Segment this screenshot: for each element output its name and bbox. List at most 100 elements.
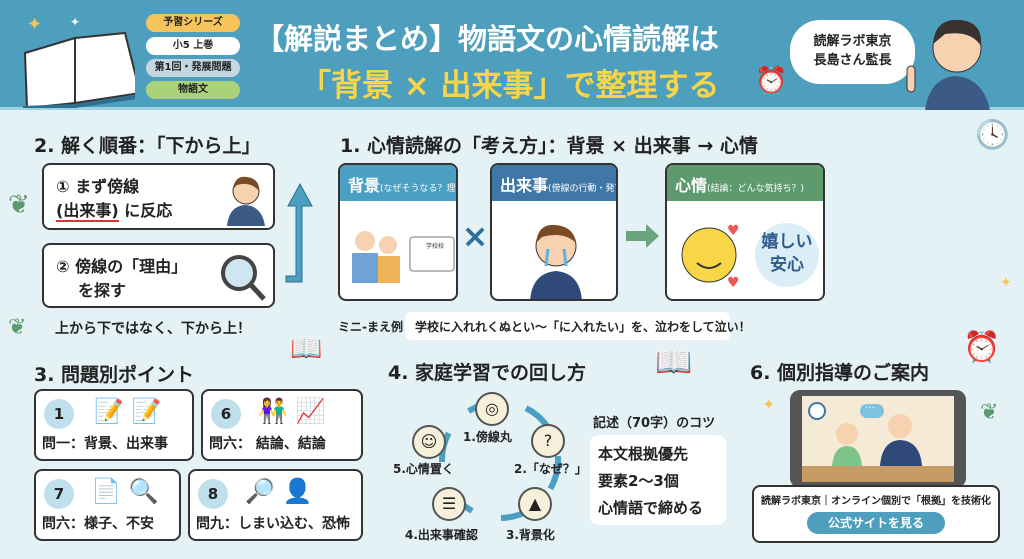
clock-icon: 🕓 xyxy=(975,118,1010,151)
emotion-word: 嬉しい xyxy=(761,232,813,252)
step1-line: (出来事) に反応 xyxy=(56,199,261,223)
document-pencil-icon: 📝 📝 xyxy=(94,397,162,425)
cycle-step: 4.出来事確認 xyxy=(405,528,478,542)
section2-caption: 上から下ではなく、下から上！ xyxy=(55,321,251,337)
section6-title: 6. 個別指導のご案内 xyxy=(750,362,930,384)
shapes-icon: ▲ xyxy=(518,487,552,521)
panel-sub: (なぜそうなる？理由) xyxy=(380,184,456,194)
tip-item: 心情語で締める xyxy=(598,499,704,517)
bubble-line: 長島さん監長 xyxy=(813,53,892,68)
step2-card: ② 傍線の「理由」 を探す xyxy=(42,243,275,308)
cycle-step: 1.傍線丸 xyxy=(463,430,512,444)
svg-text:✦: ✦ xyxy=(70,15,80,29)
panel-head: 心情 xyxy=(675,176,708,195)
step2-line: ② 傍線の「理由」 xyxy=(56,257,188,276)
pointing-student-icon xyxy=(227,176,265,226)
up-arrow-icon xyxy=(285,182,313,283)
tablet-screen: … xyxy=(802,396,954,482)
official-site-button[interactable]: 公式サイトを見る xyxy=(807,512,945,534)
cycle-step: 5.心情置く xyxy=(393,462,454,476)
leaf-icon: ❦ xyxy=(8,315,27,340)
svg-text:♥: ♥ xyxy=(727,223,740,239)
panel-sub: (結論：どんな気持ち？) xyxy=(707,184,805,194)
section3-title: 3. 問題別ポイント xyxy=(34,364,195,386)
people-chart-icon: 👫 📈 xyxy=(258,397,326,425)
grade-pill: 小5 上巻 xyxy=(146,37,240,55)
promo-card: 読解ラボ東京｜オンライン個別で「根拠」を技術化 公式サイトを見る xyxy=(752,485,1000,543)
mini-example-label: ミニ-まえ例 xyxy=(338,320,403,334)
question-label: 問一：背景、出来事 xyxy=(42,436,168,452)
lesson-pill: 第1回・発展問題 xyxy=(146,59,240,77)
step2-line: を探す xyxy=(78,281,127,300)
smiley-face-icon: ♥♥ xyxy=(681,223,740,291)
event-panel: 出来事(傍線の行動・発言) xyxy=(490,163,618,301)
page-subtitle: 「背景 × 出来事」で整理する xyxy=(300,68,720,104)
mini-example-text: 学校に入れれくぬとい〜「に入れたい」を、泣わをして泣い！ xyxy=(405,312,751,340)
leaf-icon: ❦ xyxy=(8,190,30,220)
panel-head: 出来事 xyxy=(500,176,549,195)
family-and-school-card-icon: 学校校 xyxy=(352,231,455,283)
tip-item: 本文根拠優先 xyxy=(598,445,689,463)
step1-line: ① まず傍線 xyxy=(56,177,140,196)
underlined-event: (出来事) xyxy=(56,201,119,222)
question-label: 問六： 結論、結論 xyxy=(209,436,326,452)
smiley-icon: ☺ xyxy=(412,425,446,459)
open-book-icon: ✦✦ xyxy=(22,14,135,108)
school-card-text: 学校校 xyxy=(426,242,444,250)
section2-title: 2. 解く順番：「下から上」 xyxy=(34,135,261,157)
question-number: 1 xyxy=(44,399,74,429)
question-label: 問六：様子、不安 xyxy=(42,516,154,532)
emotion-cloud: 嬉しい 安心 xyxy=(755,223,819,287)
tips-title: 記述（70字）のコツ xyxy=(593,416,716,431)
step1-rest: に反応 xyxy=(118,201,173,220)
leaf-icon: ❦ xyxy=(980,400,999,425)
question-label: 問九：しまい込む、恐怖 xyxy=(196,516,350,532)
step1-card: ① まず傍線 (出来事) に反応 xyxy=(42,163,275,230)
circle-mark-icon: ◎ xyxy=(475,392,509,426)
tablet-illustration: … xyxy=(790,390,966,488)
series-pill: 予習シリーズ xyxy=(146,14,240,32)
genre-pill: 物語文 xyxy=(146,81,240,99)
background-panel: 背景(なぜそうなる？理由) 学校校 xyxy=(338,163,458,301)
book-icon: 📖 xyxy=(655,345,693,380)
panel-sub: (傍線の行動・発言) xyxy=(548,184,616,194)
panel-head: 背景 xyxy=(348,176,381,195)
speech-bubble: 読解ラボ東京 長島さん監長 xyxy=(790,20,915,84)
supervisor-avatar xyxy=(906,19,990,110)
cycle-step: 2.「なぜ？」 xyxy=(514,462,587,476)
book-fear-icon: 🔎 👤 xyxy=(245,477,313,505)
crying-student-icon xyxy=(530,224,582,299)
cycle-arrows xyxy=(439,399,561,521)
sparkle-icon: ✦ xyxy=(1000,275,1012,291)
bubble-line: 読解ラボ東京 xyxy=(813,34,892,49)
question-number: 6 xyxy=(211,399,241,429)
page-title: 【解説まとめ】物語文の心情読解は xyxy=(255,22,720,56)
section1-title: 1. 心情読解の「考え方」：背景 × 出来事 → 心情 xyxy=(340,135,758,157)
svg-text:✦: ✦ xyxy=(27,14,42,35)
alarm-clock-icon: ⏰ xyxy=(755,66,788,96)
book-icon: 📖 xyxy=(290,334,323,364)
emotion-panel: 心情(結論：どんな気持ち？) ♥♥ 嬉しい 安心 xyxy=(665,163,825,301)
question-number: 8 xyxy=(198,479,228,509)
svg-text:♥: ♥ xyxy=(727,275,740,291)
question-icon: ? xyxy=(531,424,565,458)
tip-item: 要素2〜3個 xyxy=(598,472,679,490)
magnifier-icon xyxy=(221,255,266,301)
speech-dots: … xyxy=(865,400,875,411)
question-card: 7 📄 🔍 問六：様子、不安 xyxy=(34,469,181,541)
cycle-step: 3.背景化 xyxy=(506,528,555,542)
emotion-word: 安心 xyxy=(770,255,804,275)
promo-tagline: 読解ラボ東京｜オンライン個別で「根拠」を技術化 xyxy=(761,496,991,507)
document-magnifier-icon: 📄 🔍 xyxy=(91,477,159,505)
right-arrow-icon xyxy=(626,224,659,248)
question-card: 6 👫 📈 問六： 結論、結論 xyxy=(201,389,363,461)
alarm-clock-icon: ⏰ xyxy=(963,330,1001,365)
tips-box: 本文根拠優先 要素2〜3個 心情語で締める xyxy=(590,435,726,525)
tutoring-scene-icon xyxy=(802,402,954,482)
section4-title: 4. 家庭学習での回し方 xyxy=(388,362,587,384)
times-sign: × xyxy=(461,217,489,255)
question-card: 1 📝 📝 問一：背景、出来事 xyxy=(34,389,194,461)
question-card: 8 🔎 👤 問九：しまい込む、恐怖 xyxy=(188,469,363,541)
sparkle-icon: ✦ xyxy=(762,395,776,414)
question-number: 7 xyxy=(44,479,74,509)
